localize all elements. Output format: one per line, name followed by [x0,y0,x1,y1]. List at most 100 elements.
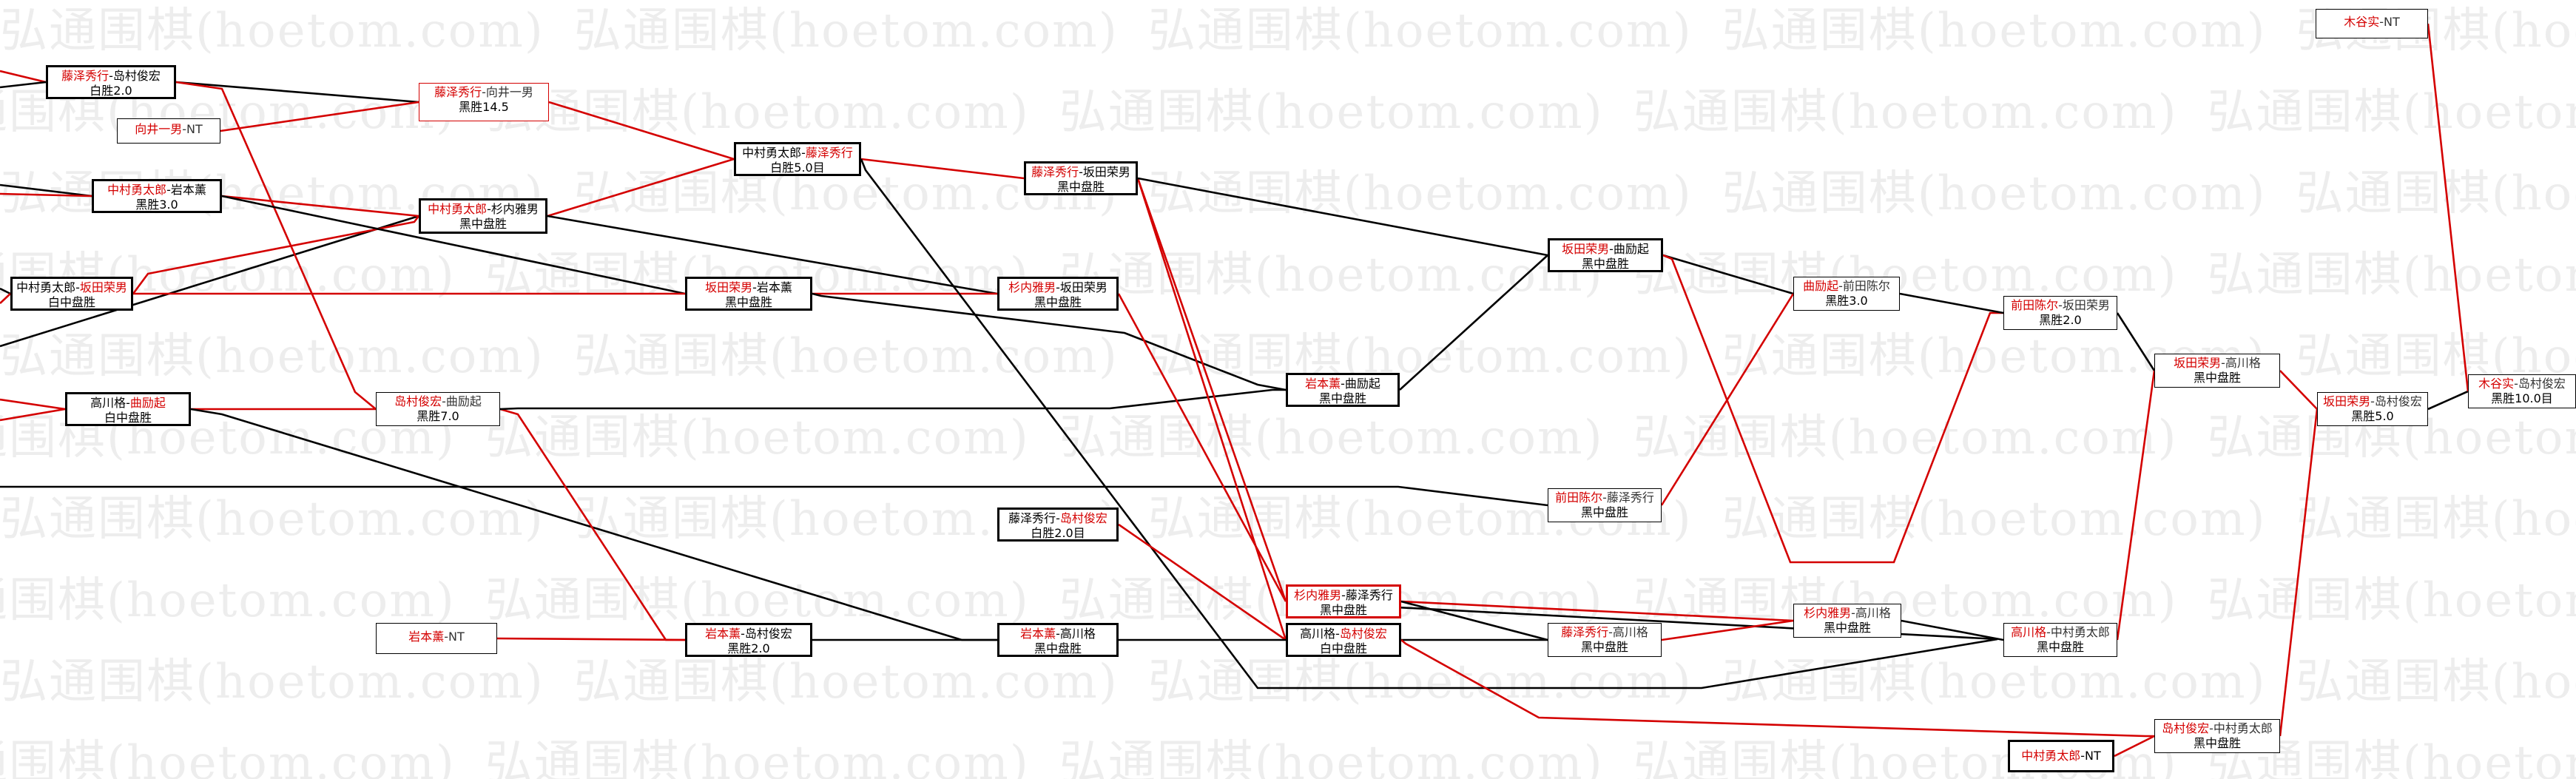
winner-name: 岩本薰 [408,630,445,644]
match-box[interactable]: 杉内雅男-高川格黑中盘胜 [1793,604,1901,638]
winner-name: 中村勇太郎 [428,202,488,216]
winner-name: 藤泽秀行 [434,85,482,99]
match-box[interactable]: 中村勇太郎-坂田荣男白中盘胜 [10,277,133,311]
watermark-text: 弘通围棋(hoetom.com) [2296,166,2576,221]
match-players: 藤泽秀行-坂田荣男 [1026,165,1136,180]
match-result: 黑胜3.0 [135,198,178,212]
match-box[interactable]: 高川格-岛村俊宏白中盘胜 [1286,623,1401,657]
match-box[interactable]: 向井一男-NT [117,118,220,144]
match-players: 杉内雅男-藤泽秀行 [1288,588,1399,603]
loser-name: 坂田荣男 [1059,280,1107,294]
match-result: 白中盘胜 [1319,641,1367,655]
match-box[interactable]: 岩本薰-高川格黑中盘胜 [997,623,1119,657]
connector-line [1400,600,1794,622]
match-players: 杉内雅男-高川格 [1794,606,1901,621]
match-box[interactable]: 藤泽秀行-高川格黑中盘胜 [1548,623,1662,657]
watermark-text: 弘通围棋(hoetom.com) [1147,329,1693,384]
winner-name: 岛村俊宏 [1339,627,1387,641]
connector-line [2279,408,2319,737]
connector-line [0,70,47,84]
connector-line [499,408,685,641]
match-box[interactable]: 岛村俊宏-曲励起黑胜7.0 [376,392,500,426]
player-separator: - [487,202,491,216]
match-players: 岩本薰-曲励起 [1288,377,1397,391]
watermark-text: 弘通围棋(hoetom.com) [1722,166,2267,221]
watermark-text: 弘通围棋(hoetom.com) [485,573,1030,628]
match-box[interactable]: 坂田荣男-曲励起黑中盘胜 [1548,238,1663,272]
match-box[interactable]: 岩本薰-NT [376,623,497,654]
match-result: 黑中盘胜 [2193,736,2241,750]
watermark-text: 弘通围棋(hoetom.com) [2207,573,2576,628]
player-separator: - [752,280,757,294]
match-box[interactable]: 岛村俊宏-中村勇太郎黑中盘胜 [2154,719,2280,753]
player-separator: - [2058,298,2063,312]
watermark-text: 弘通围棋(hoetom.com) [1722,4,2267,58]
connector-line [190,408,997,641]
match-players: 中村勇太郎-藤泽秀行 [736,146,859,161]
player-separator: - [1335,627,1340,641]
match-box[interactable]: 坂田荣男-岛村俊宏黑胜5.0 [2317,392,2428,426]
connector-line [1137,177,1548,257]
loser-name: 岛村俊宏 [2518,377,2566,391]
connector-line [221,195,686,295]
match-box[interactable]: 藤泽秀行-岛村俊宏白胜2.0 [46,65,176,99]
match-box[interactable]: 前田陈尔-藤泽秀行黑中盘胜 [1548,488,1662,522]
loser-name: 向井一男 [485,85,533,99]
match-box[interactable]: 坂田荣男-岩本薰黑中盘胜 [685,277,812,311]
connector-line [0,183,92,198]
winner-name: 坂田荣男 [705,280,753,294]
watermark-text: 弘通围棋(hoetom.com) [573,4,1119,58]
match-box[interactable]: 岩本薰-岛村俊宏黑胜2.0 [685,623,812,657]
match-box[interactable]: 曲励起-前田陈尔黑胜3.0 [1793,277,1900,311]
match-box[interactable]: 坂田荣男-高川格黑中盘胜 [2154,354,2280,388]
match-box[interactable]: 中村勇太郎-岩本薰黑胜3.0 [92,179,222,213]
player-separator: - [442,394,446,408]
watermark-row: 弘通围棋(hoetom.com)弘通围棋(hoetom.com)弘通围棋(hoe… [0,644,2576,712]
watermark-row: 弘通围棋(hoetom.com)弘通围棋(hoetom.com)弘通围棋(hoe… [0,155,2576,223]
player-separator: - [741,627,745,641]
match-box[interactable]: 高川格-中村勇太郎黑中盘胜 [2003,623,2117,657]
match-result: 黑中盘胜 [1056,180,1105,194]
match-result: 白中盘胜 [104,411,152,425]
player-separator: - [2379,15,2384,29]
connector-line [0,398,66,411]
match-box[interactable]: 中村勇太郎-NT [2008,740,2114,772]
match-box[interactable]: 藤泽秀行-岛村俊宏白胜2.0目 [997,507,1119,542]
winner-name: 向井一男 [135,122,183,136]
player-separator: - [2046,625,2051,639]
match-result: 黑中盘胜 [459,217,507,231]
match-box[interactable]: 高川格-曲励起白中盘胜 [65,392,191,426]
match-box[interactable]: 中村勇太郎-杉内雅男黑中盘胜 [419,198,547,234]
match-result: 黑中盘胜 [1581,257,1629,271]
player-separator: - [1341,588,1346,602]
watermark-text: 弘通围棋(hoetom.com) [1722,492,2267,547]
loser-name: NT [186,122,203,136]
loser-name: 曲励起 [1613,242,1649,256]
match-players: 藤泽秀行-岛村俊宏 [999,511,1116,526]
connector-line [1901,619,2004,641]
match-box[interactable]: 岩本薰-曲励起黑中盘胜 [1286,373,1400,407]
connector-line [2116,370,2156,641]
match-box[interactable]: 藤泽秀行-向井一男黑胜14.5 [419,83,549,121]
watermark-text: 弘通围棋(hoetom.com) [0,736,456,779]
match-box[interactable]: 藤泽秀行-坂田荣男黑中盘胜 [1024,161,1138,195]
match-players: 前田陈尔-坂田荣男 [2004,298,2117,313]
connector-line [220,101,419,132]
match-box[interactable]: 杉内雅男-藤泽秀行黑中盘胜 [1286,584,1401,618]
winner-name: 坂田荣男 [2174,356,2222,370]
match-players: 木谷实-岛村俊宏 [2469,377,2575,391]
connector-line [496,637,686,641]
player-separator: - [2370,394,2375,408]
connector-line [499,388,1286,411]
loser-name: 中村勇太郎 [2050,625,2110,639]
winner-name: 中村勇太郎 [107,183,167,197]
match-box[interactable]: 木谷实-岛村俊宏黑胜10.0目 [2468,374,2576,408]
match-box[interactable]: 杉内雅男-坂田荣男黑中盘胜 [997,277,1119,311]
match-box[interactable]: 木谷实-NT [2316,9,2428,38]
match-box[interactable]: 前田陈尔-坂田荣男黑胜2.0 [2003,296,2117,330]
connector-line [0,81,47,89]
match-box[interactable]: 中村勇太郎-藤泽秀行白胜5.0目 [734,142,861,176]
winner-name: 岩本薰 [1305,377,1341,391]
match-players: 坂田荣男-曲励起 [1550,242,1661,257]
